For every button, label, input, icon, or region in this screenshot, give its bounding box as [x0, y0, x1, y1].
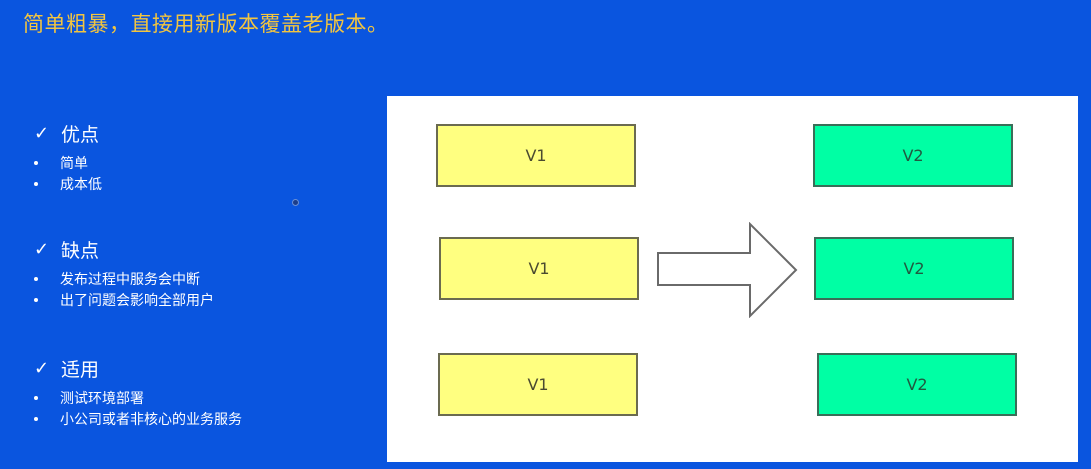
list-item-text: 简单: [60, 155, 88, 172]
section-header: ✓ 优点: [34, 120, 102, 146]
box-label: V2: [903, 259, 925, 278]
bullet-icon: [34, 395, 38, 400]
bullet-list: 简单 成本低: [34, 152, 102, 194]
section-title: 优点: [61, 123, 100, 146]
v1-box: V1: [438, 353, 638, 416]
list-item: 出了问题会影响全部用户: [34, 289, 214, 310]
section-title: 适用: [61, 358, 100, 381]
section-applicable: ✓ 适用 测试环境部署 小公司或者非核心的业务服务: [34, 355, 242, 429]
list-item-text: 成本低: [60, 176, 102, 193]
bullet-icon: [34, 160, 38, 165]
v1-box: V1: [439, 237, 639, 300]
checkmark-icon: ✓: [34, 122, 50, 144]
section-title: 缺点: [61, 239, 100, 262]
section-pros: ✓ 优点 简单 成本低: [34, 120, 102, 194]
section-header: ✓ 缺点: [34, 236, 214, 262]
list-item: 简单: [34, 152, 102, 173]
box-label: V2: [902, 146, 924, 165]
mouse-cursor-icon: [292, 199, 299, 206]
list-item: 成本低: [34, 173, 102, 194]
list-item: 测试环境部署: [34, 387, 242, 408]
bullet-icon: [34, 181, 38, 186]
diagram-panel: V1 V1 V1 V2 V2 V2: [387, 96, 1078, 462]
box-label: V1: [528, 259, 550, 278]
box-label: V2: [906, 375, 928, 394]
v2-box: V2: [813, 124, 1013, 187]
box-label: V1: [527, 375, 549, 394]
slide-title: 简单粗暴，直接用新版本覆盖老版本。: [23, 12, 389, 36]
bullet-icon: [34, 276, 38, 281]
section-cons: ✓ 缺点 发布过程中服务会中断 出了问题会影响全部用户: [34, 236, 214, 310]
bullet-icon: [34, 297, 38, 302]
list-item-text: 发布过程中服务会中断: [60, 271, 200, 288]
bullet-icon: [34, 416, 38, 421]
list-item-text: 出了问题会影响全部用户: [60, 292, 214, 309]
section-header: ✓ 适用: [34, 355, 242, 381]
list-item: 发布过程中服务会中断: [34, 268, 214, 289]
v1-box: V1: [436, 124, 636, 187]
list-item-text: 小公司或者非核心的业务服务: [60, 411, 242, 428]
checkmark-icon: ✓: [34, 238, 50, 260]
list-item-text: 测试环境部署: [60, 390, 144, 407]
checkmark-icon: ✓: [34, 357, 50, 379]
box-label: V1: [525, 146, 547, 165]
v2-box: V2: [817, 353, 1017, 416]
v2-box: V2: [814, 237, 1014, 300]
bullet-list: 发布过程中服务会中断 出了问题会影响全部用户: [34, 268, 214, 310]
right-arrow-icon: [657, 222, 798, 318]
list-item: 小公司或者非核心的业务服务: [34, 408, 242, 429]
bullet-list: 测试环境部署 小公司或者非核心的业务服务: [34, 387, 242, 429]
